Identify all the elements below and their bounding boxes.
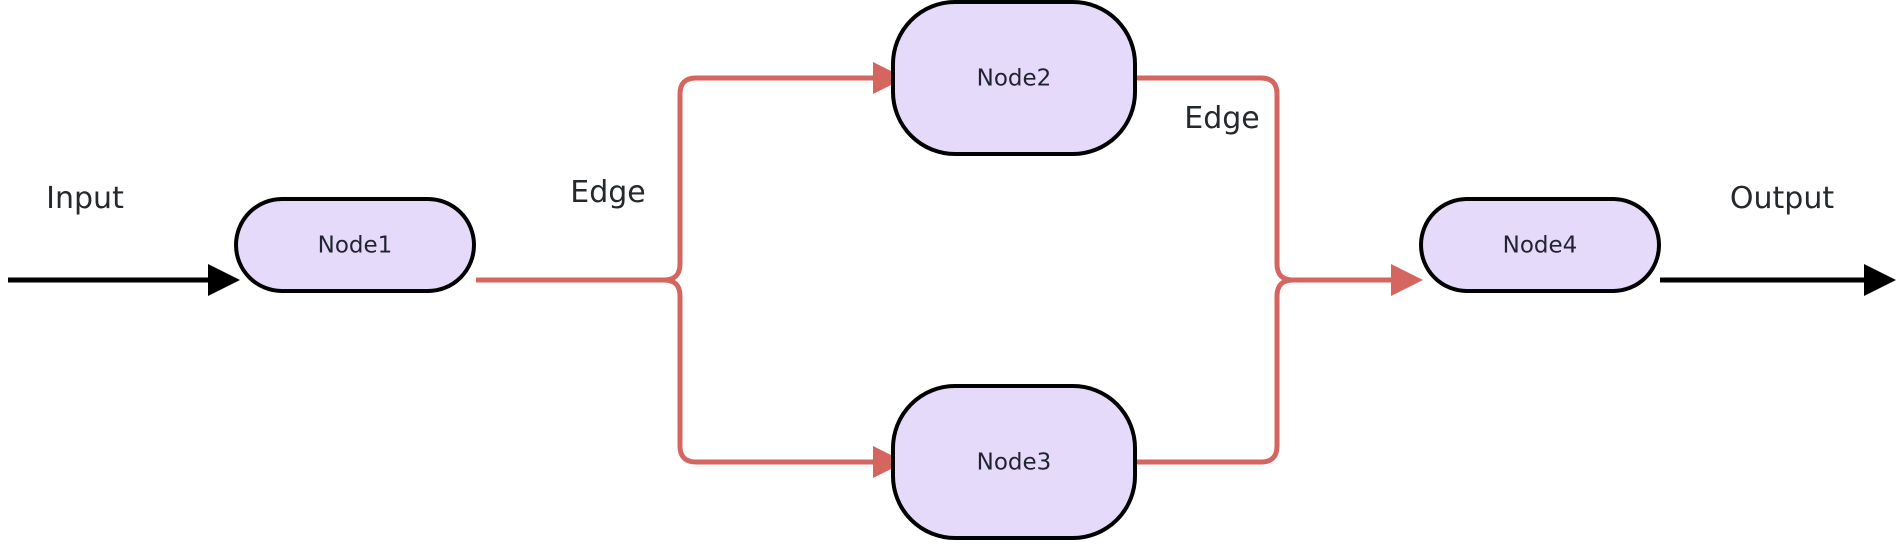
node-node3[interactable]: Node3 [891, 384, 1137, 540]
edge-label-right: Edge [1184, 101, 1260, 136]
node1-label: Node1 [318, 233, 393, 259]
connector-input-to-node1 [8, 264, 240, 296]
connector-node4-to-output [1660, 264, 1896, 296]
node3-label: Node3 [977, 450, 1052, 476]
input-arrowhead-icon [208, 264, 240, 296]
node4-shape[interactable] [1419, 197, 1661, 293]
node2-label: Node2 [977, 66, 1052, 92]
edge-label-left: Edge [570, 175, 646, 210]
node4-arrowhead-icon [1391, 264, 1423, 296]
connector-node2-to-node4 [1133, 75, 1423, 296]
node2-shape[interactable] [891, 0, 1137, 156]
connector-node1-to-node2 [476, 62, 905, 283]
branch-down-line [663, 277, 877, 465]
branch-up-line [663, 75, 877, 283]
connector-node1-to-node3 [663, 277, 905, 478]
node-node2[interactable]: Node2 [891, 0, 1137, 156]
merge-up-line [1133, 277, 1380, 465]
node-node1[interactable]: Node1 [234, 197, 476, 293]
merge-down-line [1133, 75, 1395, 283]
input-label: Input [46, 181, 124, 216]
node3-arrowhead-icon [873, 446, 905, 478]
output-arrowhead-icon [1864, 264, 1896, 296]
node-node4[interactable]: Node4 [1419, 197, 1661, 293]
node4-label: Node4 [1503, 233, 1578, 259]
node2-arrowhead-icon [873, 62, 905, 94]
output-label: Output [1730, 181, 1834, 216]
connector-node3-to-node4 [1133, 277, 1380, 465]
node3-shape[interactable] [891, 384, 1137, 540]
node1-shape[interactable] [234, 197, 476, 293]
